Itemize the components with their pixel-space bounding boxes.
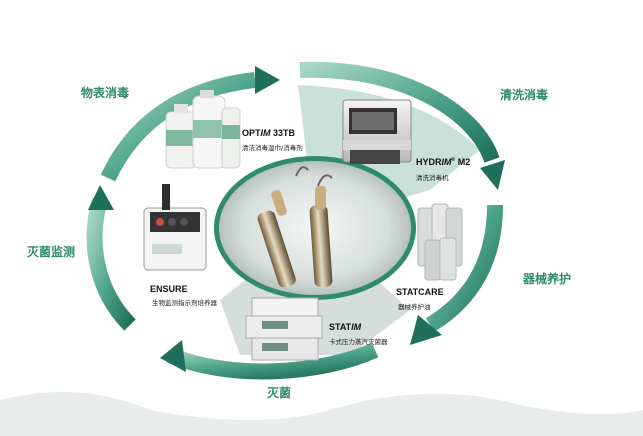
stage-label-monitoring: 灭菌监测 [27, 245, 76, 259]
product-subtitle-statcare: 器械养护油 [398, 303, 431, 311]
product-subtitle-optim: 清洁消毒湿巾/消毒剂 [242, 144, 303, 152]
product-subtitle-hydrim: 清洗消毒机 [416, 174, 449, 182]
ground-shape [0, 392, 643, 436]
arrow-head-top-left [255, 66, 280, 94]
arrow-left [86, 197, 136, 331]
arrow-head-right [410, 315, 442, 345]
product-name-statcare: STATCARE [396, 287, 444, 297]
product-subtitle-ensure: 生物监测指示剂培养器 [152, 299, 217, 307]
statcare-cans-icon [417, 203, 463, 281]
arrow-head-left [88, 185, 114, 210]
statim-unit-icon [245, 297, 323, 361]
optim-bottles-icon [165, 90, 241, 169]
arrow-right [425, 204, 503, 332]
arrow-head-top-right [480, 160, 505, 190]
arrow-top-right [299, 61, 500, 163]
stage-label-sterilization: 灭菌 [267, 386, 292, 400]
arrow-head-bottom [160, 340, 186, 372]
stage-label-disinfection: 物表消毒 [81, 86, 130, 100]
product-name-hydrim: HYDRIM® M2 [416, 157, 471, 167]
product-name-ensure: ENSURE [150, 284, 188, 294]
arrow-top-left [100, 72, 256, 182]
arrow-heads [88, 66, 505, 372]
stage-label-cleaning: 清洗消毒 [500, 88, 549, 102]
ensure-incubator-icon [143, 184, 207, 271]
handpiece-icons [257, 166, 333, 288]
product-name-optim: OPTIM 33TB [242, 128, 296, 138]
stage-label-maintenance: 器械养护 [523, 272, 572, 286]
arrow-bottom [166, 342, 379, 380]
hydrim-machine-icon [342, 99, 412, 164]
product-subtitle-statim: 卡式压力蒸汽灭菌器 [329, 338, 388, 346]
cycle-arrows [86, 61, 503, 380]
product-name-statim: STATIM [329, 322, 362, 332]
